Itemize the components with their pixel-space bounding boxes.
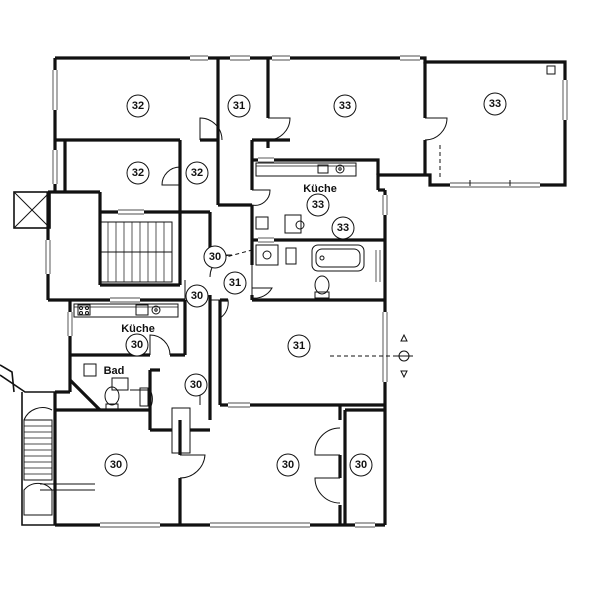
room-label-r15: 30 [104,453,128,477]
kitchen-upper-stove [255,216,269,230]
room-label-r7: 33 [306,193,330,217]
svg-text:33: 33 [489,98,501,110]
room-label-r3: 33 [333,94,357,118]
svg-text:30: 30 [131,339,143,351]
room-label-r1: 32 [126,94,150,118]
svg-text:32: 32 [132,167,144,179]
kitchen-lower-fixtures [73,303,179,318]
room-label-r6: 32 [185,161,209,185]
svg-text:31: 31 [233,100,245,112]
room-label-r12: 30 [125,333,149,357]
room-label-r16: 30 [276,453,300,477]
svg-text:33: 33 [337,222,349,234]
svg-text:30: 30 [190,379,202,391]
room-label-r14: 30 [184,373,208,397]
kitchen-lower-name: Küche [121,323,155,335]
room-label-r5: 32 [126,161,150,185]
kitchen-upper-fixtures [255,162,357,234]
svg-text:30: 30 [355,459,367,471]
svg-text:33: 33 [339,100,351,112]
room-label-r11: 30 [185,284,209,308]
kitchen-upper-name: Küche [303,183,337,195]
staircase [23,221,173,516]
svg-text:31: 31 [293,340,305,352]
svg-text:33: 33 [312,199,324,211]
windows [44,54,569,529]
room-label-r9: 30 [203,245,227,269]
room-label-r4: 33 [483,92,507,116]
room-label-r17: 30 [349,453,373,477]
room-labels: 32 31 33 33 32 32 33 33 30 31 30 30 31 3… [104,92,507,477]
shaft-box [13,191,51,229]
room-label-r2: 31 [227,94,251,118]
room-label-r8: 33 [331,216,355,240]
svg-text:30: 30 [191,290,203,302]
svg-text:32: 32 [191,167,203,179]
svg-text:30: 30 [209,251,221,263]
corner-marks [439,65,556,186]
bath-lower-fixtures [83,363,149,410]
bath-name: Bad [104,365,125,377]
room-label-r13: 31 [287,334,311,358]
svg-text:30: 30 [282,459,294,471]
svg-text:30: 30 [110,459,122,471]
room-label-r10: 31 [223,271,247,295]
bath-upper-fixtures [255,244,365,299]
svg-text:31: 31 [229,277,241,289]
section-marker [214,249,413,379]
svg-text:32: 32 [132,100,144,112]
